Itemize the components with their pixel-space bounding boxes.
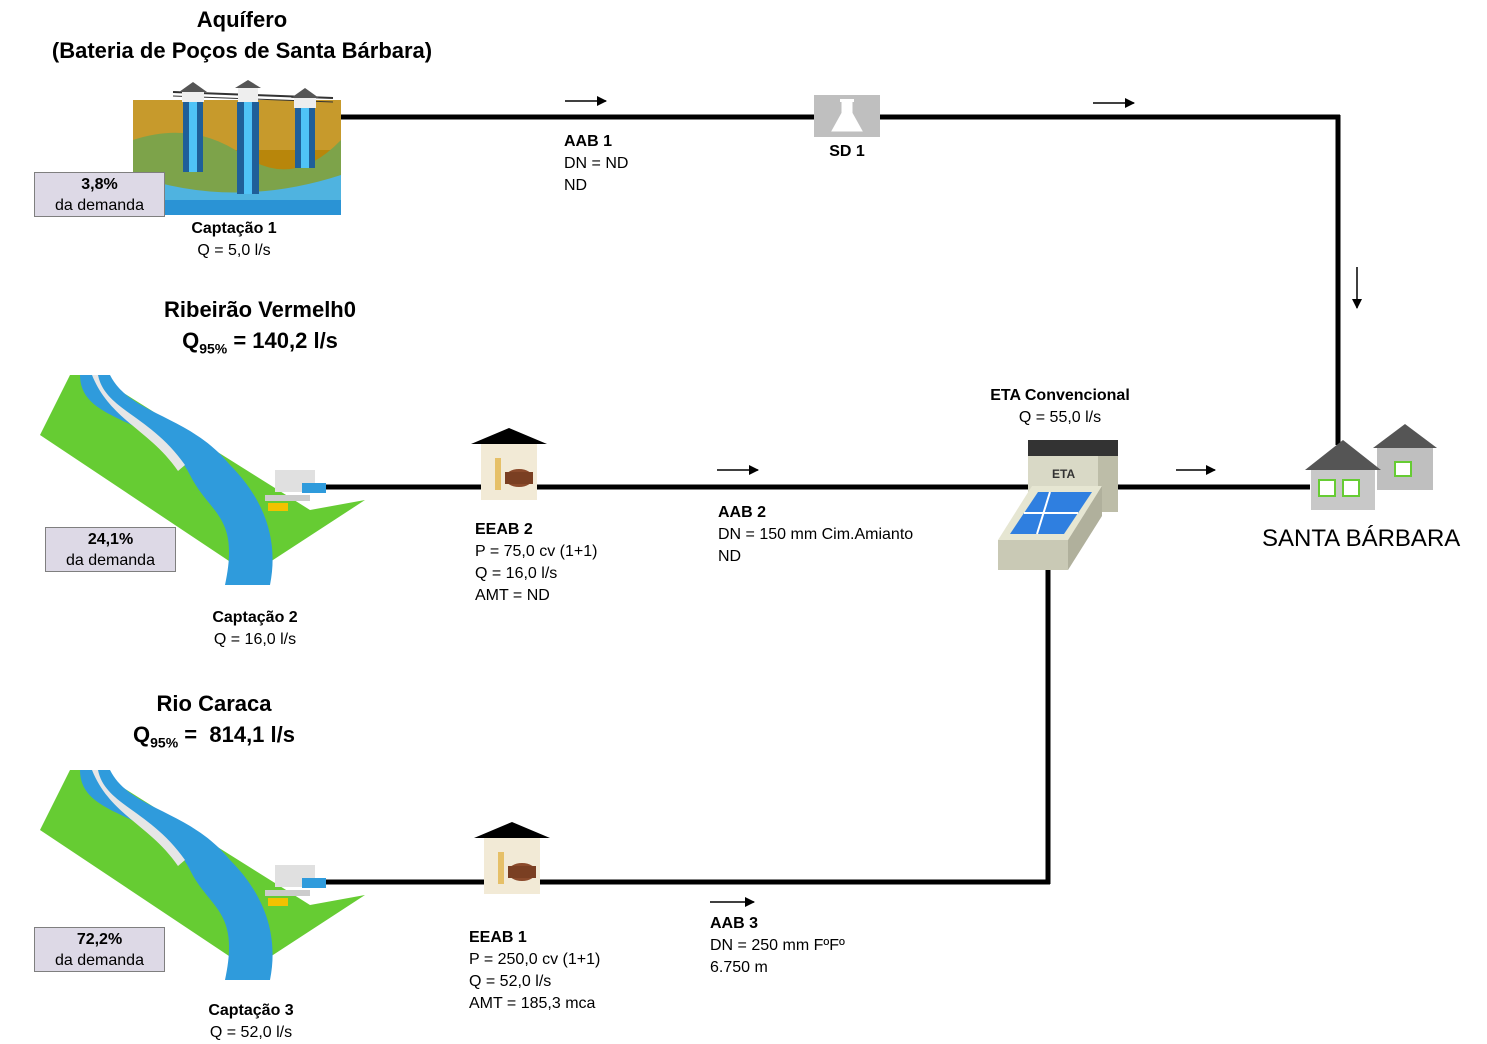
eeab2-info: EEAB 2 P = 75,0 cv (1+1) Q = 16,0 l/s AM… bbox=[475, 519, 597, 607]
eta-info: ETA Convencional Q = 55,0 l/s bbox=[960, 385, 1160, 429]
station-name: EEAB 2 bbox=[475, 521, 533, 538]
aquifer-title-line2: (Bateria de Poços de Santa Bárbara) bbox=[51, 38, 433, 63]
ribeirao-title: Ribeirão Vermelh0 Q95% = 140,2 l/s bbox=[60, 294, 460, 364]
eta-flow: Q = 55,0 l/s bbox=[1018, 409, 1102, 426]
pipe-diameter: DN = 250 mm FºFº bbox=[710, 937, 845, 954]
capture-2-info: Captação 2 Q = 16,0 l/s bbox=[180, 607, 330, 651]
flask-icon bbox=[814, 95, 880, 137]
pipe-length: ND bbox=[564, 177, 588, 194]
pipe-name: AAB 3 bbox=[710, 915, 759, 932]
station-amt: AMT = ND bbox=[475, 587, 550, 604]
station-name: EEAB 1 bbox=[469, 929, 527, 946]
ribeirao-name: Ribeirão Vermelh0 bbox=[164, 297, 356, 322]
city-name: SANTA BÁRBARA bbox=[1262, 525, 1461, 552]
demand-percent: 72,2% bbox=[76, 931, 123, 948]
sd1-label: SD 1 bbox=[829, 143, 865, 160]
station-flow: Q = 52,0 l/s bbox=[469, 973, 552, 990]
river-intake-3-illustration bbox=[40, 770, 365, 980]
aab2-info: AAB 2 DN = 150 mm Cim.Amianto ND bbox=[718, 502, 913, 568]
pipe-length: ND bbox=[718, 548, 742, 565]
pump-station-2-icon bbox=[471, 428, 547, 500]
capture-name: Captação 3 bbox=[208, 1002, 294, 1019]
caraca-demand-badge: 72,2% da demanda bbox=[34, 927, 165, 972]
demand-label: da demanda bbox=[66, 552, 155, 569]
caraca-title: Rio Caraca Q95% = 814,1 l/s bbox=[14, 688, 414, 758]
pipe-name: AAB 1 bbox=[564, 133, 613, 150]
aquifer-demand-badge: 3,8% da demanda bbox=[34, 172, 165, 217]
aab3-info: AAB 3 DN = 250 mm FºFº 6.750 m bbox=[710, 913, 845, 979]
demand-label: da demanda bbox=[55, 197, 144, 214]
station-amt: AMT = 185,3 mca bbox=[469, 995, 596, 1012]
capture-flow: Q = 52,0 l/s bbox=[209, 1024, 293, 1041]
pipe-diameter: DN = ND bbox=[564, 155, 629, 172]
capture-name: Captação 2 bbox=[212, 609, 298, 626]
river-intake-2-illustration bbox=[40, 375, 365, 585]
station-power: P = 250,0 cv (1+1) bbox=[469, 951, 601, 968]
demand-label: da demanda bbox=[55, 952, 144, 969]
station-power: P = 75,0 cv (1+1) bbox=[475, 543, 598, 560]
ribeirao-demand-badge: 24,1% da demanda bbox=[45, 527, 176, 572]
eeab1-info: EEAB 1 P = 250,0 cv (1+1) Q = 52,0 l/s A… bbox=[469, 927, 600, 1015]
demand-percent: 24,1% bbox=[87, 531, 134, 548]
aab1-info: AAB 1 DN = ND ND bbox=[564, 131, 628, 197]
caraca-name: Rio Caraca bbox=[156, 691, 272, 716]
demand-percent: 3,8% bbox=[81, 176, 118, 193]
wells-illustration bbox=[133, 80, 341, 215]
pipe-name: AAB 2 bbox=[718, 504, 767, 521]
capture-name: Captação 1 bbox=[191, 220, 277, 237]
aquifer-title: Aquífero (Bateria de Poços de Santa Bárb… bbox=[0, 4, 484, 66]
capture-flow: Q = 16,0 l/s bbox=[213, 631, 297, 648]
capture-3-info: Captação 3 Q = 52,0 l/s bbox=[176, 1000, 326, 1044]
ribeirao-q95: Q95% = 140,2 l/s bbox=[182, 328, 338, 357]
eta-name: ETA Convencional bbox=[990, 387, 1130, 404]
pump-station-1-icon bbox=[474, 822, 550, 894]
capture-flow: Q = 5,0 l/s bbox=[197, 242, 271, 259]
treatment-plant-icon bbox=[998, 440, 1118, 570]
eta-sign: ETA bbox=[1052, 467, 1076, 481]
pipe-length: 6.750 m bbox=[710, 959, 768, 976]
houses-icon bbox=[1305, 424, 1437, 510]
station-flow: Q = 16,0 l/s bbox=[475, 565, 558, 582]
pipe-diameter: DN = 150 mm Cim.Amianto bbox=[718, 526, 914, 543]
caraca-q95: Q95% = 814,1 l/s bbox=[133, 722, 295, 751]
capture-1-info: Captação 1 Q = 5,0 l/s bbox=[164, 218, 304, 262]
aquifer-title-line1: Aquífero bbox=[196, 7, 288, 32]
